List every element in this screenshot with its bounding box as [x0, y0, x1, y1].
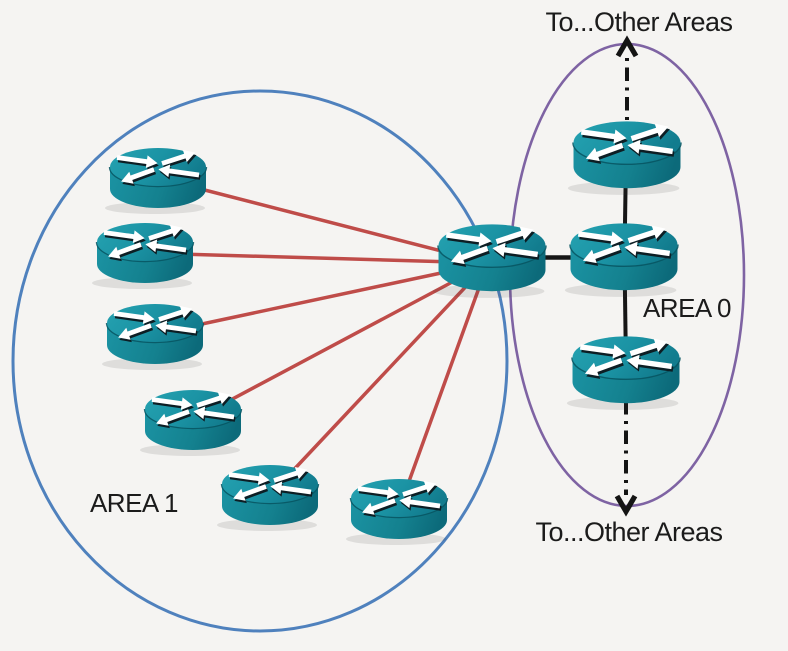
label-area0: AREA 0 [643, 293, 731, 323]
label-area1: AREA 1 [90, 488, 178, 518]
area1-link-line [397, 261, 490, 511]
router-icon [140, 389, 241, 456]
arrowhead-up-icon [615, 35, 639, 58]
router-icon [433, 223, 546, 298]
router-icon [102, 303, 203, 370]
label-to-other-areas-bottom: To...Other Areas [535, 517, 722, 547]
area1-link-line [191, 261, 490, 422]
area1-link-line [156, 176, 490, 265]
area1-link-line [153, 261, 490, 336]
router-icon [92, 222, 193, 289]
to-other-areas-arrow-bottom [614, 401, 638, 517]
router-icon [565, 222, 678, 297]
area0-routers [565, 120, 681, 410]
router-icon [346, 478, 447, 545]
router-icon [105, 147, 206, 214]
router-icon [217, 464, 318, 531]
area1-link-line [143, 251, 490, 265]
area1-link-line [268, 261, 490, 497]
router-icon [567, 335, 680, 410]
area1-boundary-ellipse [11, 89, 509, 633]
router-icon [568, 120, 681, 195]
arrowhead-down-icon [614, 494, 638, 517]
label-to-other-areas-top: To...Other Areas [545, 7, 732, 37]
to-other-areas-arrow-top [615, 35, 639, 120]
